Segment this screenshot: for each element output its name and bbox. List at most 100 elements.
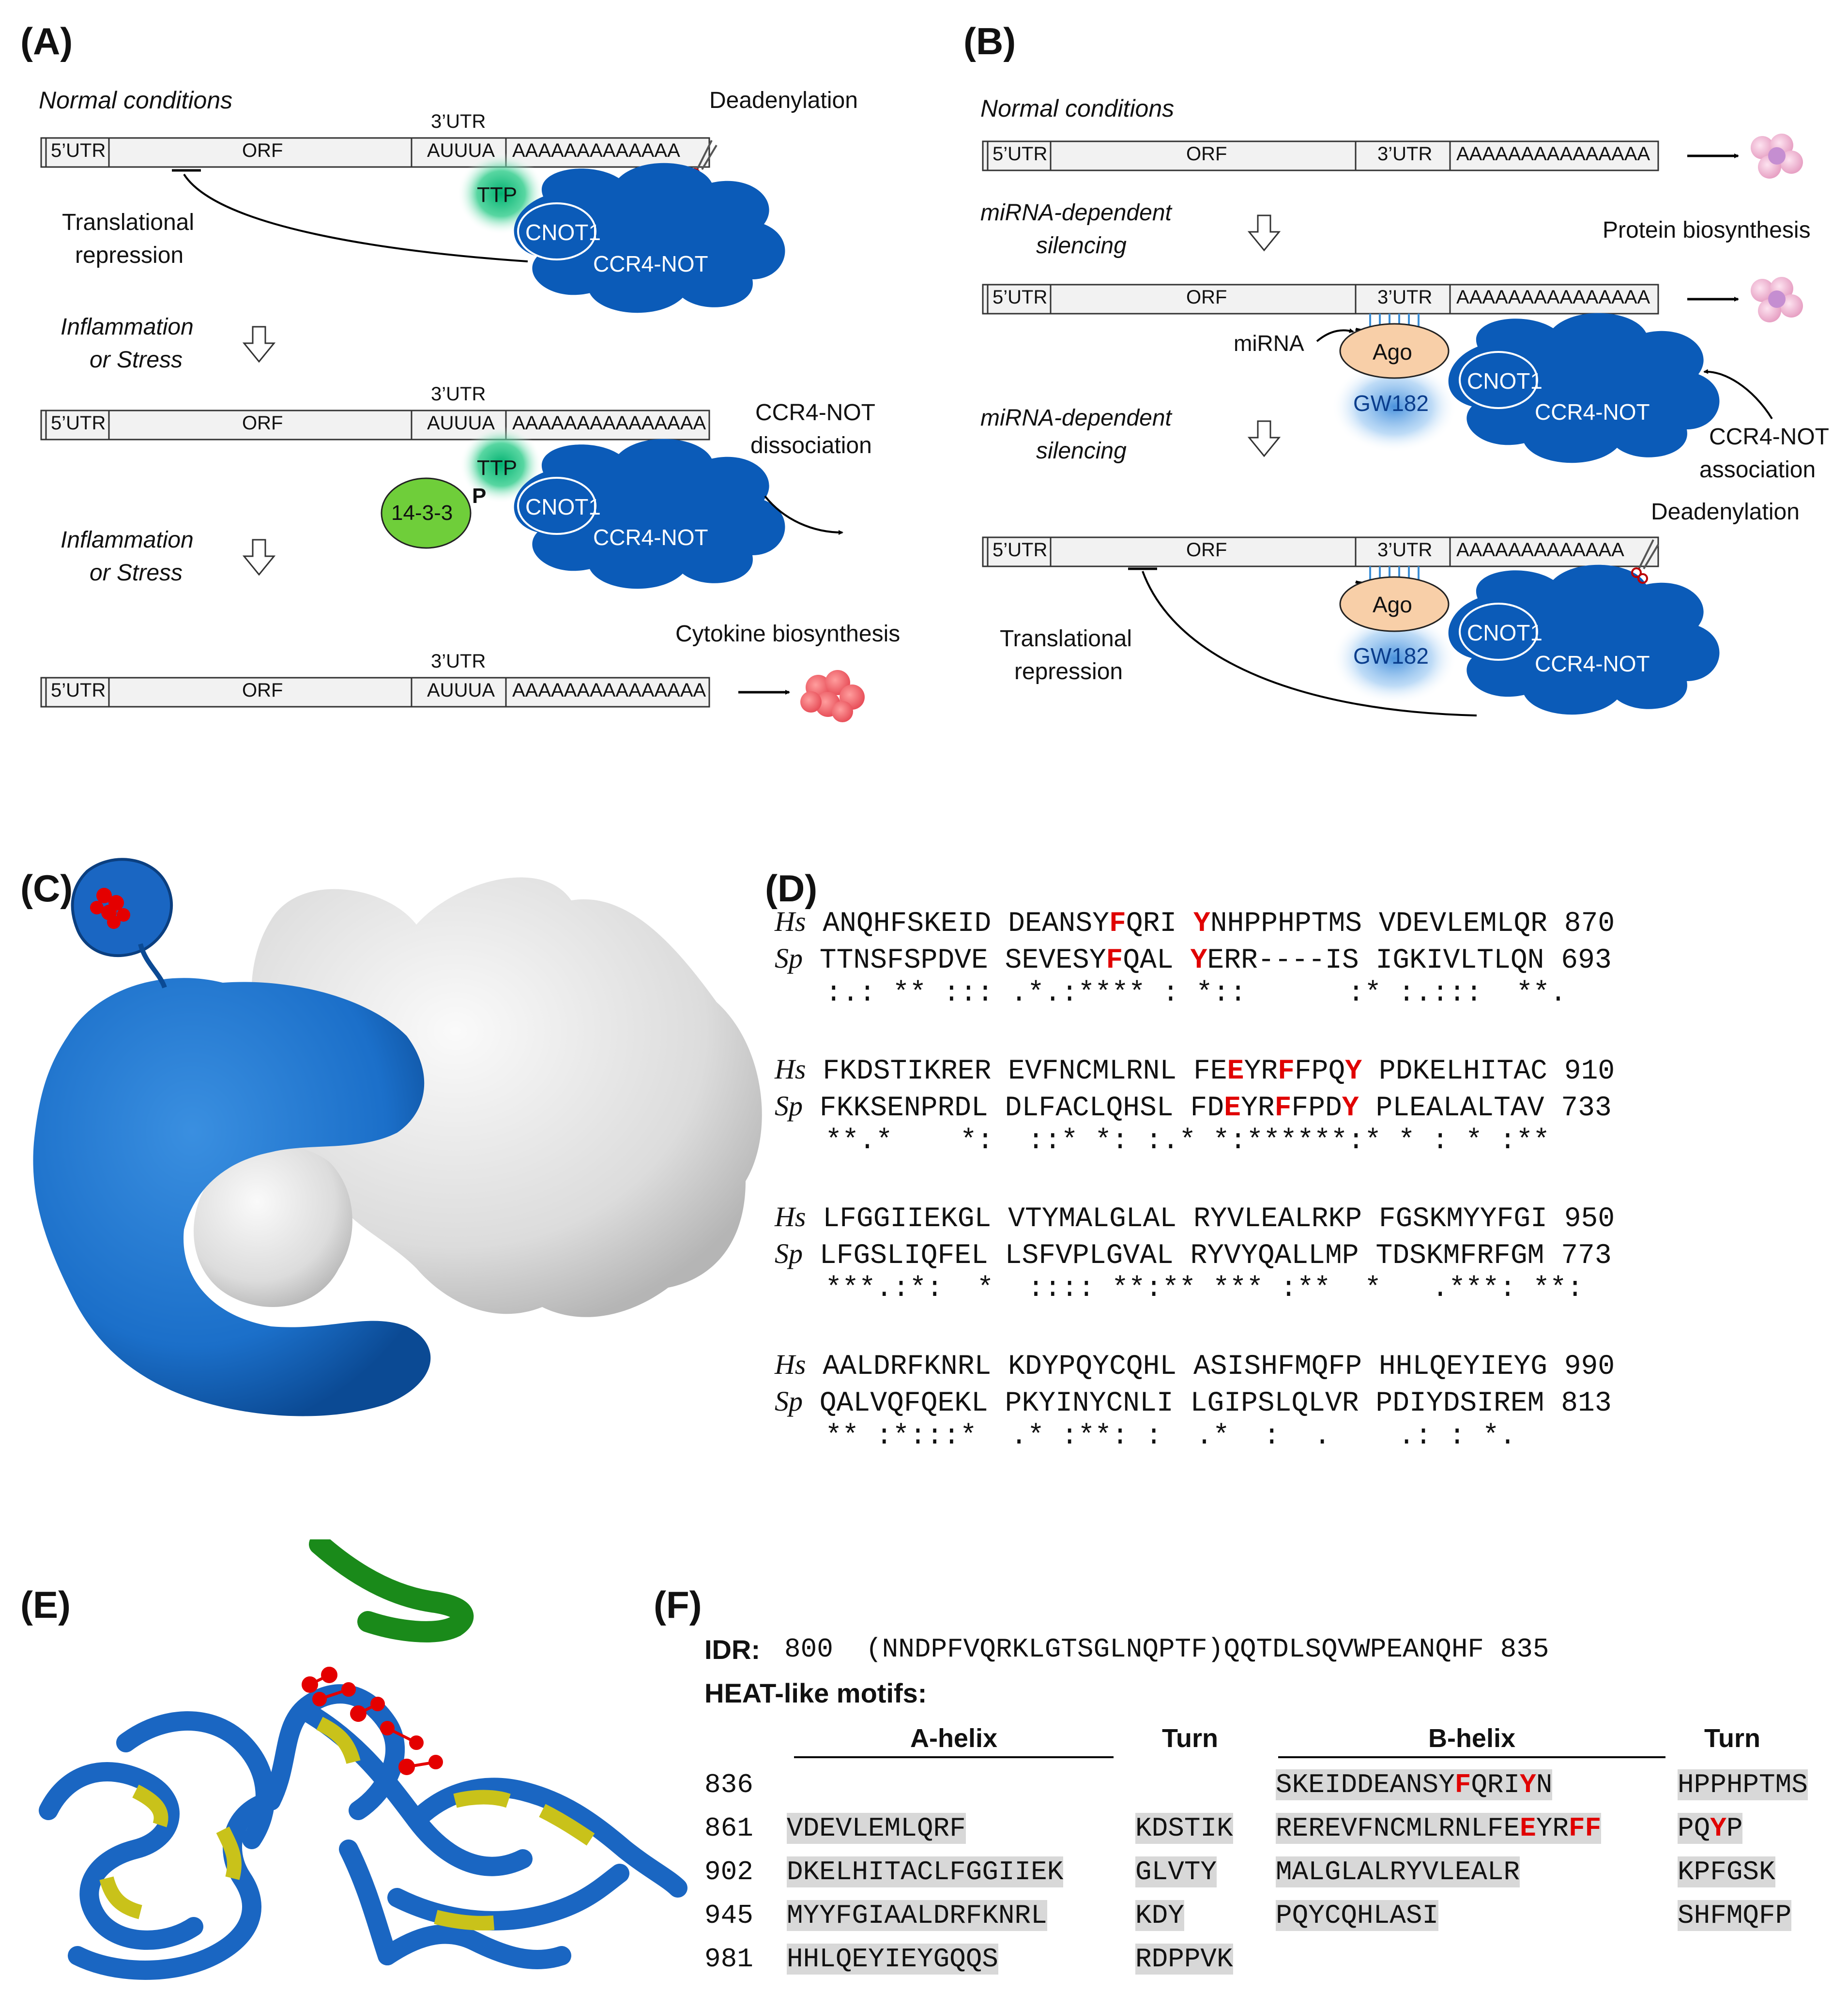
b1-utr5: 5’UTR bbox=[993, 143, 1048, 165]
panel-label-f: (F) bbox=[654, 1583, 702, 1626]
b3-ccr4not: CCR4-NOT bbox=[1535, 651, 1650, 676]
b-mirna-label: miRNA bbox=[1234, 331, 1304, 356]
a-inflam-2b: or Stress bbox=[90, 560, 183, 586]
b-mirna-1a: miRNA-dependent bbox=[980, 200, 1172, 226]
b-mirna-2a: miRNA-dependent bbox=[980, 405, 1172, 431]
a-normal-conditions: Normal conditions bbox=[39, 87, 233, 114]
panel-label-b: (B) bbox=[963, 20, 1016, 62]
a1-ttp: TTP bbox=[477, 183, 518, 207]
a3-polya: AAAAAAAAAAAAAAA bbox=[512, 680, 706, 701]
a3-utr5: 5’UTR bbox=[51, 680, 106, 701]
b2-gw182: GW182 bbox=[1353, 391, 1429, 416]
b2-ccr4not: CCR4-NOT bbox=[1535, 399, 1650, 425]
a-inflam-1b: or Stress bbox=[90, 347, 183, 373]
heat-row-a: VDEVLEMLQRF bbox=[787, 1813, 966, 1844]
a-phospho: P bbox=[472, 484, 487, 508]
b1-polya: AAAAAAAAAAAAAAA bbox=[1456, 143, 1650, 165]
a-trans-rep-1: Translational bbox=[62, 210, 195, 235]
heat-row-num: 945 bbox=[704, 1900, 753, 1931]
b2-cnot1: CNOT1 bbox=[1467, 368, 1543, 394]
heat-row-b: REREVFNCMLRNLFEEYRFF bbox=[1276, 1813, 1602, 1844]
f-heat-label: HEAT-like motifs: bbox=[704, 1678, 927, 1708]
b1-utr3: 3’UTR bbox=[1377, 143, 1433, 165]
b1-orf: ORF bbox=[1186, 143, 1227, 165]
b-assoc-2: association bbox=[1699, 457, 1816, 483]
heat-row-b: SKEIDDEANSYFQRIYN bbox=[1276, 1769, 1553, 1800]
a2-auuua: AUUUA bbox=[427, 412, 495, 434]
heat-row-a: HHLQEYIEYGQQS bbox=[787, 1944, 998, 1975]
b2-ago: Ago bbox=[1373, 339, 1412, 365]
heat-row-num: 981 bbox=[704, 1944, 753, 1975]
heat-row-t2: KPFGSK bbox=[1678, 1856, 1775, 1887]
a2-ttp: TTP bbox=[477, 456, 518, 480]
heat-row-t1: RDPPVK bbox=[1135, 1944, 1233, 1975]
heat-row-t1: GLVTY bbox=[1135, 1856, 1217, 1887]
a1-utr5: 5’UTR bbox=[51, 140, 106, 161]
a-cytokine: Cytokine biosynthesis bbox=[675, 621, 901, 647]
align-sp-row: Sp TTNSFSPDVE SEVESYFQAL YERR----IS IGKI… bbox=[775, 943, 1612, 976]
a-inflam-1a: Inflammation bbox=[61, 314, 194, 340]
a2-utr5: 5’UTR bbox=[51, 412, 106, 434]
heat-row-t2: HPPHPTMS bbox=[1678, 1769, 1808, 1800]
heat-row-num: 861 bbox=[704, 1813, 753, 1844]
heat-row-t2: SHFMQFP bbox=[1678, 1900, 1792, 1931]
a1-orf: ORF bbox=[242, 140, 283, 161]
align-sp-row: Sp FKKSENPRDL DLFACLQHSL FDEYRFFPDY PLEA… bbox=[775, 1090, 1612, 1124]
heat-row-t2: PQYP bbox=[1678, 1813, 1743, 1844]
b-protein-biosynthesis: Protein biosynthesis bbox=[1603, 217, 1811, 243]
align-sp-row: Sp QALVQFQEKL PKYINYCNLI LGIPSLQLVR PDIY… bbox=[775, 1385, 1612, 1419]
a2-orf: ORF bbox=[242, 412, 283, 434]
b-trans-rep-2: repression bbox=[1014, 659, 1123, 684]
a-dissoc-2: dissociation bbox=[750, 433, 872, 458]
align-hs-row: Hs LFGGIIEKGL VTYMALGLAL RYVLEALRKP FGSK… bbox=[775, 1201, 1615, 1235]
a2-ccr4not: CCR4-NOT bbox=[593, 525, 708, 550]
b2-utr5: 5’UTR bbox=[993, 287, 1048, 308]
align-hs-row: Hs FKDSTIKRER EVFNCMLRNL FEEYRFFPQY PDKE… bbox=[775, 1053, 1615, 1087]
b3-utr3: 3’UTR bbox=[1377, 539, 1433, 561]
b3-polya: AAAAAAAAAAAAA bbox=[1456, 539, 1624, 561]
b2-polya: AAAAAAAAAAAAAAA bbox=[1456, 287, 1650, 308]
a-deadenylation: Deadenylation bbox=[709, 88, 858, 113]
heat-row-b: MALGLALRYVLEALR bbox=[1276, 1856, 1520, 1887]
b2-orf: ORF bbox=[1186, 287, 1227, 308]
a1-ccr4not: CCR4-NOT bbox=[593, 251, 708, 276]
f-hdr-ahelix: A-helix bbox=[794, 1723, 1114, 1758]
b3-utr5: 5’UTR bbox=[993, 539, 1048, 561]
a3-auuua: AUUUA bbox=[427, 680, 495, 701]
panel-label-e: (E) bbox=[20, 1583, 71, 1626]
a1-polya: AAAAAAAAAAAAA bbox=[512, 140, 680, 161]
a2-cnot1: CNOT1 bbox=[525, 494, 601, 519]
align-hs-row: Hs ANQHFSKEID DEANSYFQRI YNHPPHPTMS VDEV… bbox=[775, 906, 1615, 940]
b3-orf: ORF bbox=[1186, 539, 1227, 561]
a2-polya: AAAAAAAAAAAAAAA bbox=[512, 412, 706, 434]
heat-row-num: 902 bbox=[704, 1856, 753, 1887]
panel-c-structure bbox=[33, 858, 762, 1416]
panel-label-d: (D) bbox=[765, 867, 818, 910]
f-idr-seq: 800 (NNDPFVQRKLGTSGLNQPTF)QQTDLSQVWPEANQ… bbox=[784, 1634, 1549, 1665]
panels-ab-graphics bbox=[40, 134, 1803, 722]
a-inflam-2a: Inflammation bbox=[61, 527, 194, 553]
heat-row-num: 836 bbox=[704, 1769, 753, 1800]
heat-row-a: DKELHITACLFGGIIEK bbox=[787, 1856, 1064, 1887]
b-deadenylation: Deadenylation bbox=[1651, 499, 1800, 525]
b2-utr3: 3’UTR bbox=[1377, 287, 1433, 308]
align-sp-row: Sp LFGSLIQFEL LSFVPLGVAL RYVYQALLMP TDSK… bbox=[775, 1238, 1612, 1272]
a-dissoc-1: CCR4-NOT bbox=[755, 400, 875, 426]
b-mirna-2b: silencing bbox=[1036, 438, 1127, 464]
panel-label-c: (C) bbox=[20, 867, 73, 910]
f-hdr-turn2: Turn bbox=[1704, 1724, 1760, 1753]
a1-cnot1: CNOT1 bbox=[525, 220, 601, 245]
b-mirna-1b: silencing bbox=[1036, 233, 1127, 258]
f-hdr-turn1: Turn bbox=[1162, 1724, 1218, 1753]
b-normal-conditions: Normal conditions bbox=[980, 95, 1175, 122]
align-hs-row: Hs AALDRFKNRL KDYPQYCQHL ASISHFMQFP HHLQ… bbox=[775, 1349, 1615, 1383]
a1-auuua: AUUUA bbox=[427, 140, 495, 161]
f-idr-label: IDR: bbox=[704, 1634, 761, 1665]
b3-cnot1: CNOT1 bbox=[1467, 620, 1543, 645]
heat-row-b: PQYCQHLASI bbox=[1276, 1900, 1439, 1931]
align-consensus-row: ** :*:::* .* :**: : .* : . .: : *. bbox=[775, 1421, 1516, 1452]
a2-utr3: 3’UTR bbox=[431, 383, 486, 405]
a-14-3-3: 14-3-3 bbox=[391, 501, 453, 525]
heat-row-t1: KDSTIK bbox=[1135, 1813, 1233, 1844]
heat-row-a: MYYFGIAALDRFKNRL bbox=[787, 1900, 1047, 1931]
